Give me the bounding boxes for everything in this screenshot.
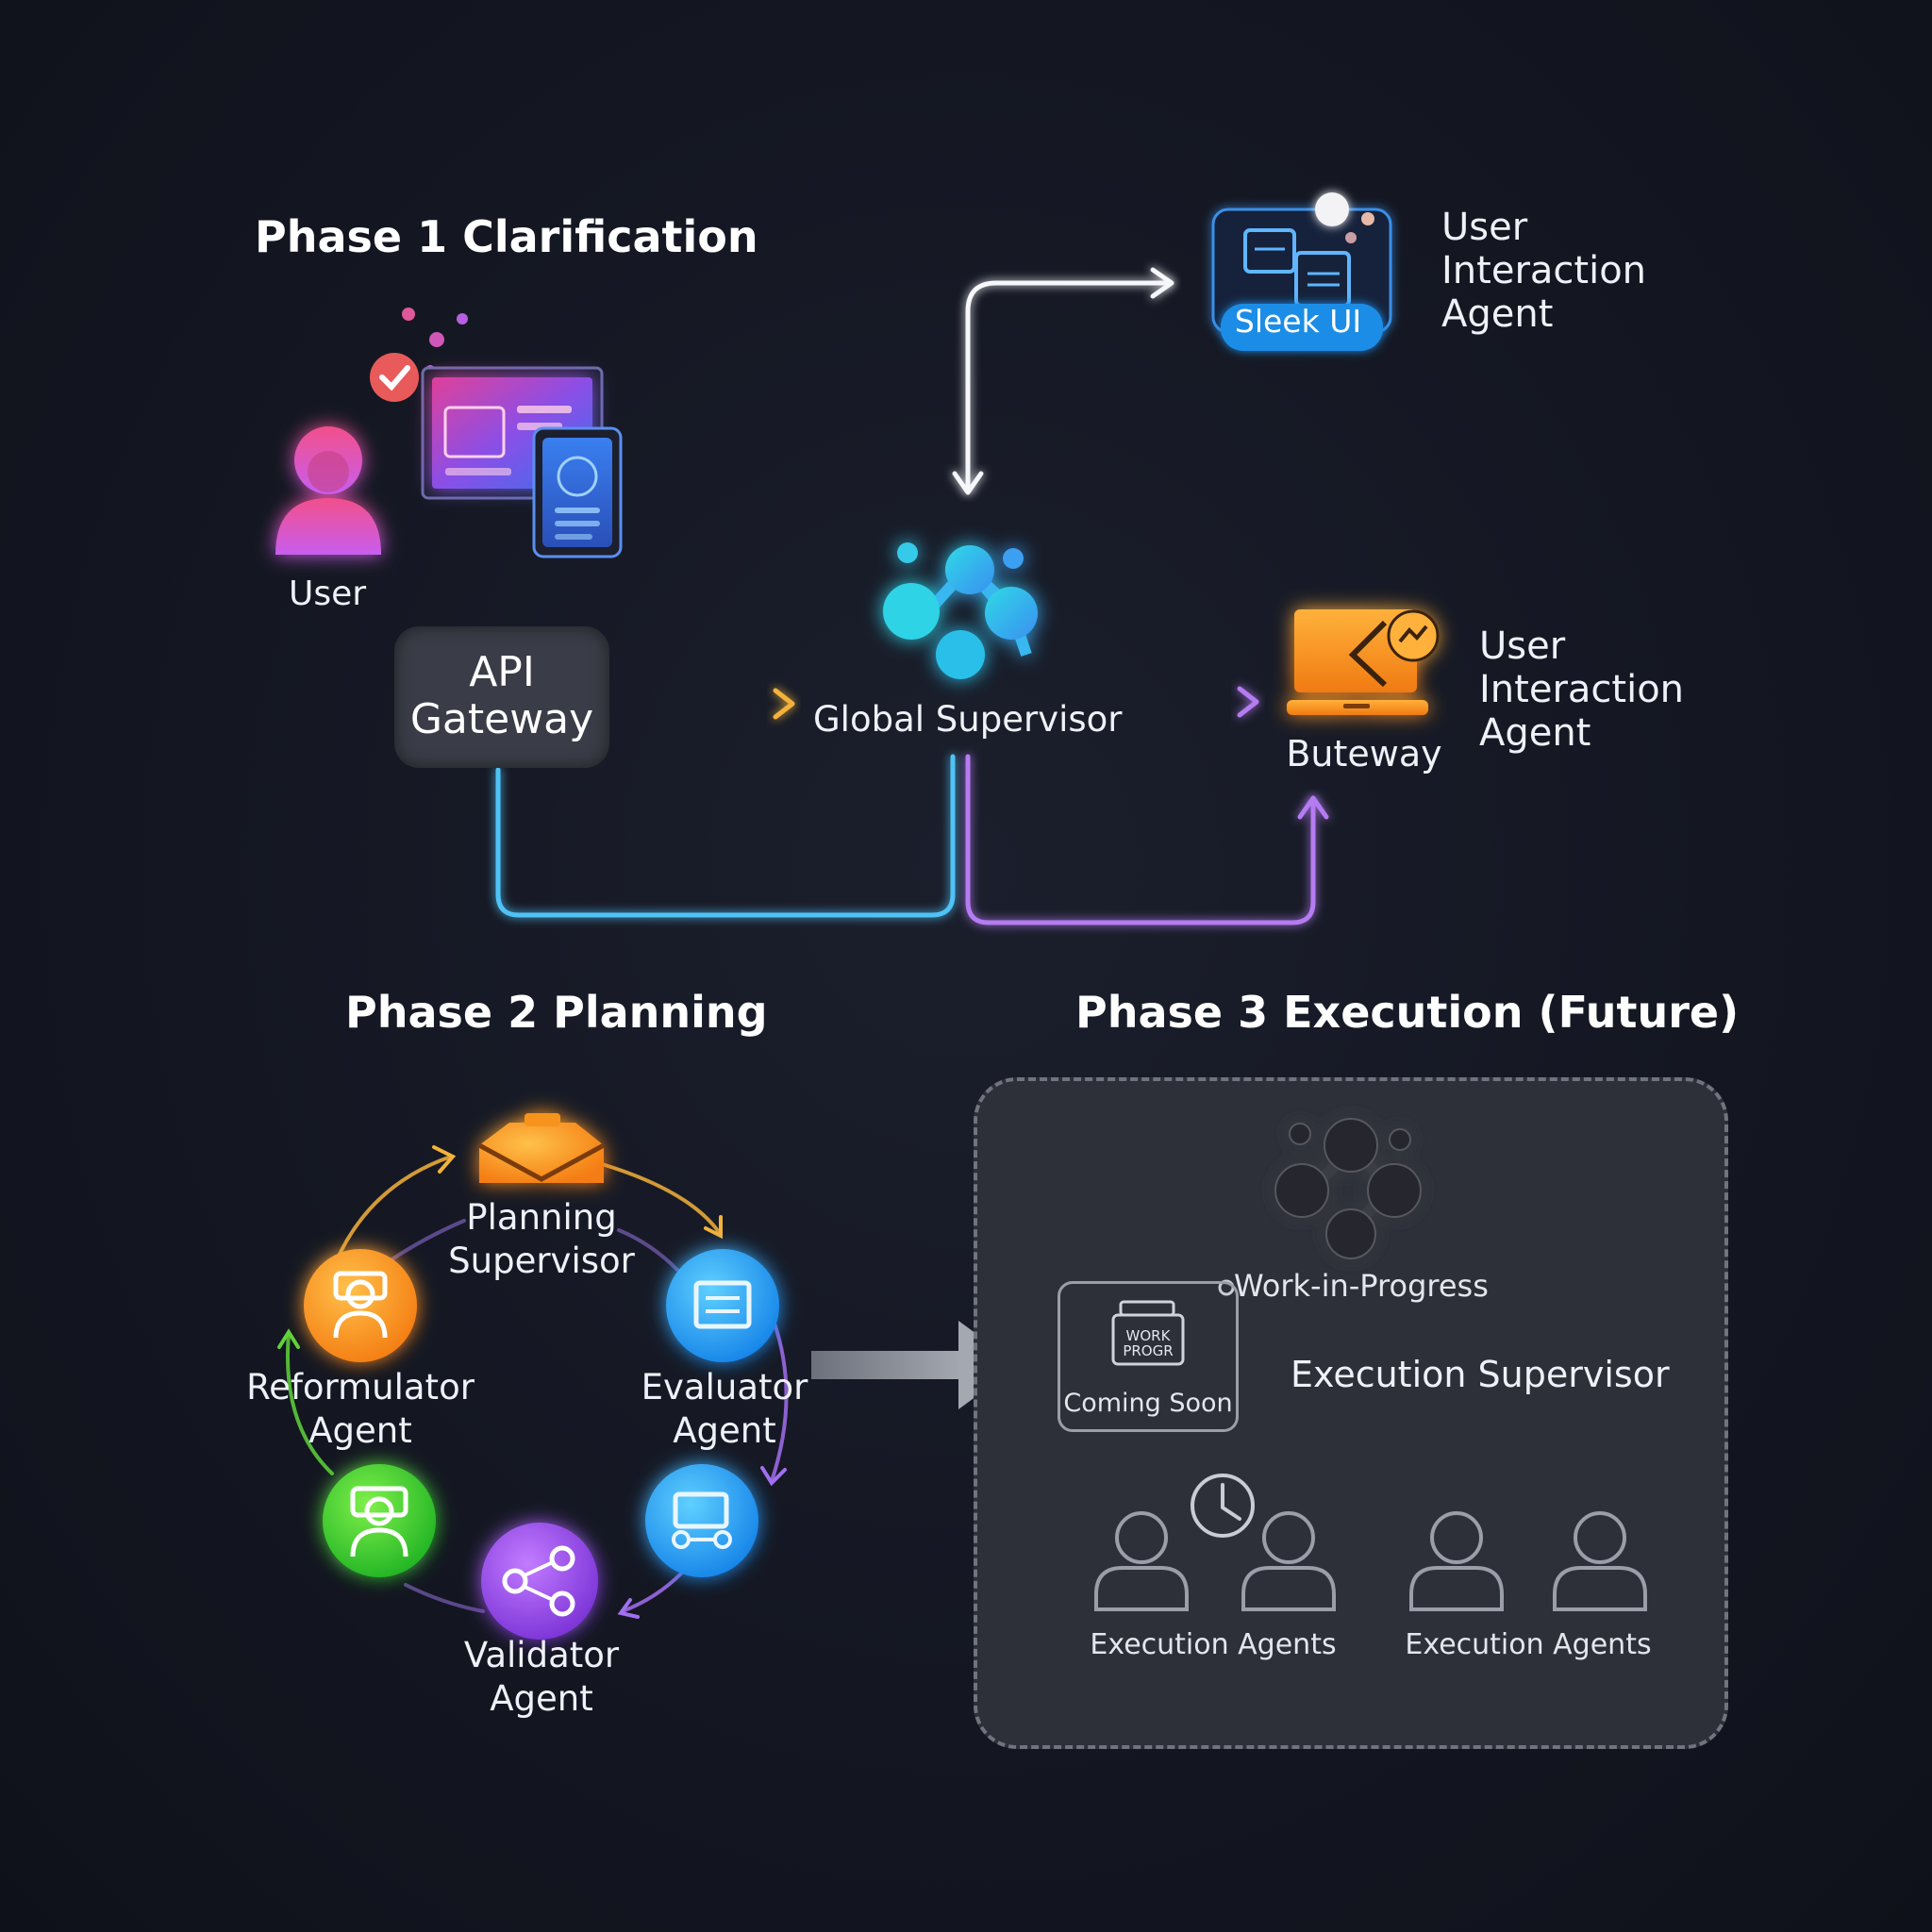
sleek-ui-label: Sleek UI [1234,303,1362,340]
arrowhead-supervisor [773,688,795,720]
user-interaction-agent-top: User Interaction Agent [1441,206,1646,336]
api-gateway-node[interactable] [394,626,609,768]
evaluator-agent-label: Evaluator Agent [641,1366,808,1453]
cycle-link-evaluator-planning [617,1228,679,1272]
agent-right-line1: User [1479,625,1566,668]
network-icon [883,542,1038,679]
coming-soon-card [1058,1281,1239,1432]
connector-supervisor-loop [965,754,1316,925]
planning-line1: Planning [466,1197,617,1238]
reformulator-line1: Reformulator [246,1367,475,1407]
api-gateway-line1: API [469,648,535,696]
api-gateway-line2: Gateway [409,695,594,743]
planning-supervisor-icon [477,1113,606,1183]
planning-line2: Supervisor [448,1241,635,1281]
evaluator-line2: Agent [673,1410,776,1451]
laptop-label: Buteway [1286,733,1442,774]
validator-agent-icon [481,1523,598,1640]
check-badge-icon [370,353,419,402]
global-supervisor-label: Global Supervisor [813,699,1123,740]
execution-agents-left-label: Execution Agents [1090,1628,1337,1661]
agent-right-line2: Interaction [1479,668,1685,711]
user-label: User [288,575,367,613]
phase1-title: Phase 1 Clarification [255,211,758,262]
badge-line2: PROGR [1123,1342,1174,1359]
reformulator-agent-label: Reformulator Agent [246,1366,475,1453]
validator-line1: Validator [463,1635,620,1675]
execution-agents-right-label: Execution Agents [1405,1628,1652,1661]
badge-line1: WORK [1125,1327,1171,1344]
evaluator-agent-icon [666,1249,779,1362]
green-agent-icon [323,1464,436,1577]
cycle-arrow-green-to-reformulator [286,1332,334,1475]
laptop-icon [1287,609,1440,715]
validator-agent-label: Validator Agent [464,1634,619,1721]
workflow-agent-icon [645,1464,758,1577]
arrowhead-supervisor-down [952,471,984,495]
user-interaction-agent-right: User Interaction Agent [1479,625,1684,755]
cycle-arrow-blue-to-validator [621,1572,683,1613]
agent-top-line2: Interaction [1441,249,1647,292]
evaluator-line1: Evaluator [641,1367,808,1407]
arrowhead-laptop [1237,686,1259,718]
validator-line2: Agent [490,1678,593,1719]
cycle-arrow-evaluator-to-blue [770,1319,789,1483]
planning-cycle-ring [277,1145,789,1619]
agent-top-line3: Agent [1441,292,1554,336]
agent-right-line3: Agent [1479,711,1591,755]
sleek-ui-icon [1211,192,1392,351]
phase2-title: Phase 2 Planning [345,987,768,1038]
arrowhead-laptop-up [1297,795,1329,820]
cycle-arrow-reformulator-to-planning [334,1155,453,1264]
cycle-link-planning-reformulator [389,1219,466,1262]
execution-supervisor-label: Execution Supervisor [1291,1354,1670,1395]
connector-gateway-loop [495,754,956,918]
planning-supervisor-label: Planning Supervisor [448,1196,635,1283]
work-badge-text: WORK PROGR [1123,1328,1173,1358]
work-in-progress-label: Work-in-Progress [1234,1268,1489,1304]
agent-top-line1: User [1441,206,1528,249]
connector-supervisor-to-sleek-ui [965,280,1173,491]
user-icon [275,426,381,555]
cycle-arrow-planning-to-evaluator [600,1162,721,1234]
reformulator-agent-icon [304,1249,417,1362]
phase3-title: Phase 3 Execution (Future) [1075,987,1740,1038]
coming-soon-label: Coming Soon [1063,1389,1233,1418]
api-gateway-label: API Gateway [410,649,593,743]
reformulator-line2: Agent [308,1410,412,1451]
phase1-connectors [495,267,1329,925]
cycle-link-validator-green [404,1583,485,1613]
arrowhead-sleek-ui [1150,267,1174,299]
devices-icon [421,366,623,558]
